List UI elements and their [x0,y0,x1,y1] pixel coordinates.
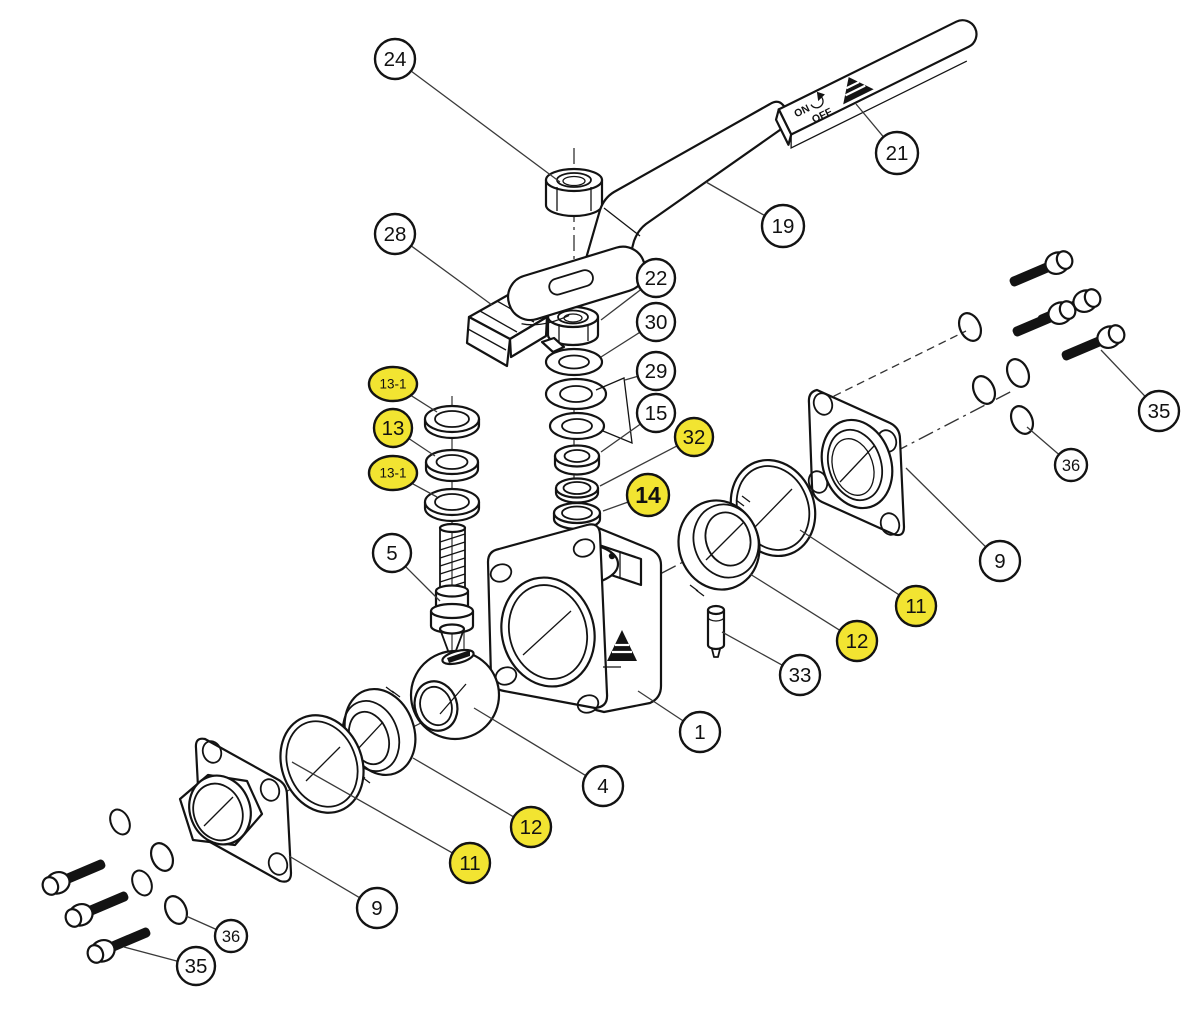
body-seal-11-left [279,714,365,814]
svg-text:12: 12 [520,816,543,839]
svg-text:32: 32 [683,426,706,449]
svg-text:13: 13 [382,417,405,440]
handle-nut-24 [544,167,604,218]
svg-text:35: 35 [185,955,208,978]
svg-text:35: 35 [1148,400,1171,423]
washer-13 [424,448,480,483]
stop-pin-33 [706,604,726,658]
callout-13-1: 13-1 [367,365,438,413]
svg-text:4: 4 [597,775,608,798]
callout-15: 15 [600,392,677,453]
svg-text:33: 33 [789,664,812,687]
callout-29: 29 [624,350,677,392]
stem-5 [429,522,475,660]
callout-5: 5 [371,532,441,602]
svg-text:14: 14 [635,482,661,508]
svg-text:1: 1 [694,721,705,744]
callout-22: 22 [600,257,677,321]
flange-9-left [178,737,293,883]
washer-13-1-lower [423,487,481,523]
callout-19: 19 [705,181,806,249]
svg-text:24: 24 [384,48,407,71]
bracket-29 [595,377,633,445]
packing-32 [554,477,600,504]
callout-4: 4 [473,707,625,808]
callout-30: 30 [600,301,677,358]
callout-14: 14 [602,472,671,518]
svg-text:36: 36 [222,928,240,946]
svg-text:11: 11 [905,595,926,618]
callout-12: 12 [412,757,553,849]
svg-text:30: 30 [645,311,668,334]
flange-9-right [807,388,906,537]
callout-35: 35 [1100,349,1181,433]
callout-33: 33 [721,631,822,697]
callout-21: 21 [855,103,920,176]
callout-12: 12 [749,573,879,663]
svg-text:13-1: 13-1 [379,466,406,481]
washers-29 [544,377,633,445]
callout-9: 9 [288,855,399,930]
svg-text:9: 9 [371,897,382,920]
svg-text:15: 15 [645,402,668,425]
svg-text:9: 9 [994,550,1005,573]
callout-24: 24 [373,37,561,183]
seat-retainer-12-right [677,495,761,597]
callout-32: 32 [599,416,715,487]
svg-text:21: 21 [886,142,909,165]
valve-body-1 [486,523,663,714]
handle-lever-19 [506,100,793,326]
callout-13-1: 13-1 [367,454,438,498]
svg-text:5: 5 [386,542,397,565]
svg-text:36: 36 [1062,457,1080,475]
brand-logo-icon [603,630,637,668]
orings-36-left [105,805,193,929]
callout-11: 11 [291,761,492,885]
bolts-35-right [1005,246,1129,368]
svg-text:22: 22 [645,267,668,290]
svg-text:19: 19 [772,215,795,238]
svg-text:12: 12 [846,630,869,653]
callout-28: 28 [373,212,493,306]
svg-text:13-1: 13-1 [379,377,406,392]
callout-13: 13 [372,407,436,457]
tab-washer-30 [540,336,604,377]
svg-text:11: 11 [459,852,480,875]
callout-1: 1 [637,690,722,754]
handle-grip-21: ON OFF [774,19,978,149]
washer-13-1-upper [423,404,481,440]
ball-4 [409,648,501,741]
callout-36: 36 [1026,426,1089,483]
callout-36: 36 [185,915,249,954]
callout-35: 35 [123,945,217,987]
callout-11: 11 [799,529,938,628]
svg-text:28: 28 [384,223,407,246]
callout-9: 9 [905,467,1022,583]
handle-logo-icon [842,77,874,110]
gland-15 [553,444,601,476]
svg-text:29: 29 [645,360,668,383]
